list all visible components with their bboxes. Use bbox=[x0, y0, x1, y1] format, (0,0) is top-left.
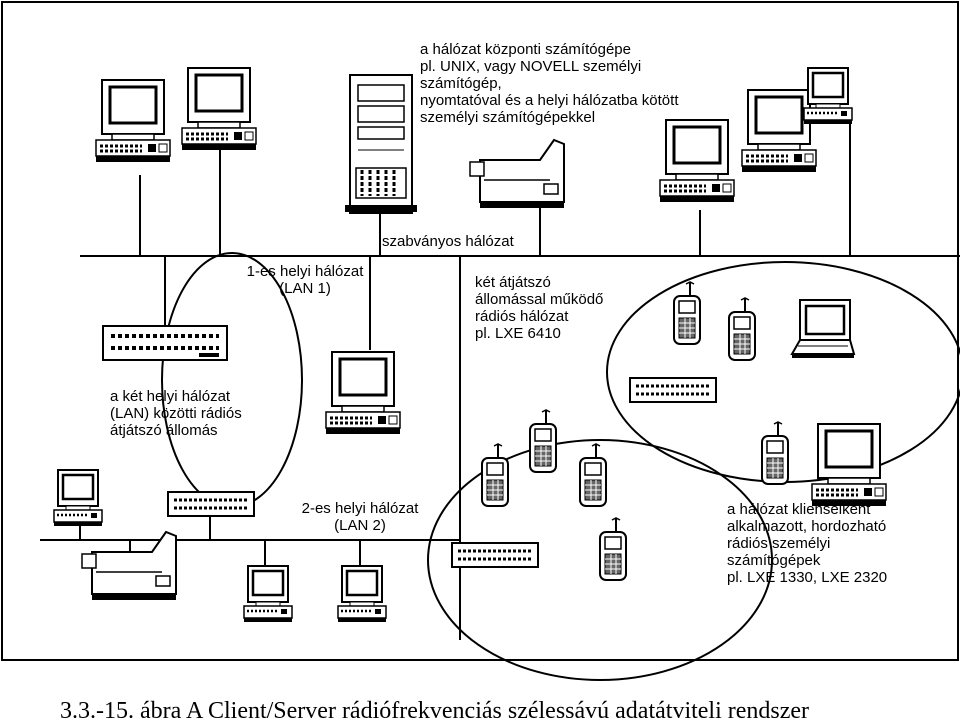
handheld-terminal-icon bbox=[599, 517, 627, 581]
diagram-frame bbox=[1, 1, 959, 661]
handheld-terminal-icon bbox=[481, 443, 509, 507]
radio-access-point-icon bbox=[628, 376, 718, 404]
radio-cell-bottom bbox=[427, 439, 773, 681]
handheld-terminal-icon bbox=[728, 297, 756, 361]
desktop-computer-icon bbox=[658, 118, 736, 204]
handheld-terminal-icon bbox=[579, 443, 607, 507]
desktop-computer-icon bbox=[324, 350, 402, 436]
desktop-computer-icon bbox=[180, 66, 258, 152]
desktop-computer-icon bbox=[94, 78, 172, 164]
desktop-computer-icon bbox=[52, 468, 104, 528]
desktop-computer-icon bbox=[810, 422, 888, 508]
desktop-computer-icon bbox=[802, 66, 854, 126]
bridge-station-label: a két helyi hálózat (LAN) közötti rádiós… bbox=[110, 388, 242, 439]
handheld-terminal-icon bbox=[673, 281, 701, 345]
radio-access-point-icon bbox=[450, 541, 540, 569]
clients-label: a hálózat klienseiként alkalmazott, hord… bbox=[727, 501, 888, 586]
standard-network-label: szabványos hálózat bbox=[382, 233, 514, 250]
radio-access-point-icon bbox=[101, 324, 229, 362]
desktop-computer-icon bbox=[740, 88, 818, 174]
central-server-icon bbox=[345, 74, 417, 214]
laptop-icon bbox=[790, 298, 856, 360]
desktop-computer-icon bbox=[336, 564, 388, 624]
lan1-label: 1-es helyi hálózat (LAN 1) bbox=[246, 263, 364, 297]
handheld-terminal-icon bbox=[761, 421, 789, 485]
figure-caption: 3.3.-15. ábra A Client/Server rádiófrekv… bbox=[60, 698, 810, 724]
printer-icon bbox=[469, 139, 565, 209]
radio-access-point-icon bbox=[166, 490, 256, 518]
lan2-label: 2-es helyi hálózat (LAN 2) bbox=[301, 500, 419, 534]
central-computer-label: a hálózat központi számítógépe pl. UNIX,… bbox=[420, 41, 679, 126]
desktop-computer-icon bbox=[242, 564, 294, 624]
handheld-terminal-icon bbox=[529, 409, 557, 473]
radio-network-label: két átjátszó állomással működő rádiós há… bbox=[475, 274, 604, 342]
